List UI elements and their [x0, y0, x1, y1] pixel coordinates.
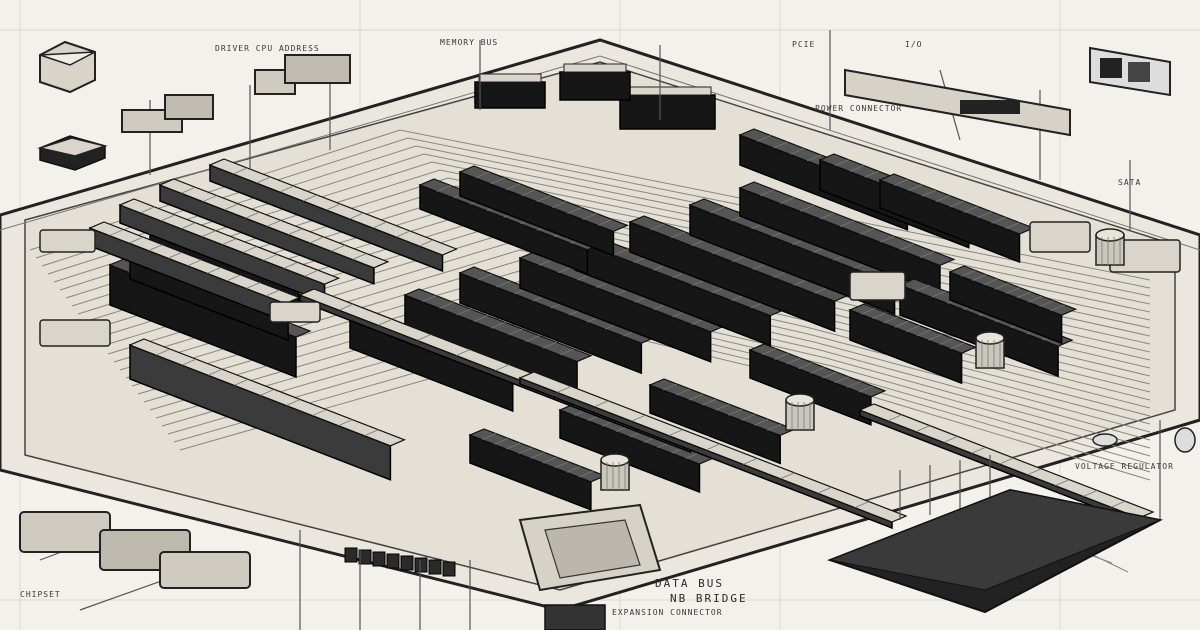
chip-icon [414, 557, 428, 573]
board-bevel [0, 55, 1200, 251]
memory-module-icon [1089, 46, 1171, 97]
heatsink-icon [827, 488, 1163, 614]
chip-icon [358, 549, 372, 565]
label-right-mid: POWER CONNECTOR [815, 104, 903, 113]
capacitor-icon [975, 331, 1005, 369]
memory-module-icon [844, 68, 1071, 137]
chip-icon [400, 555, 414, 571]
chip-icon [559, 63, 631, 101]
memory-module-icon [688, 198, 911, 316]
connector-icon [858, 403, 1155, 526]
slot-icon [748, 343, 887, 426]
label-bottom-center-a: DATA BUS [655, 577, 724, 590]
chip-icon [344, 547, 358, 563]
capacitor-icon [600, 453, 630, 491]
components [39, 63, 1181, 592]
chip-icon [269, 301, 321, 323]
memory-module-icon [738, 181, 956, 295]
label-right-side: SATA [1118, 178, 1142, 187]
chip-icon [474, 73, 546, 109]
slot-icon [458, 165, 630, 257]
label-bottom-center-b: NB BRIDGE [670, 592, 748, 605]
label-top-right: I/O [905, 40, 923, 49]
memory-module-icon [403, 288, 593, 393]
chip-icon [428, 559, 442, 575]
chip-icon [619, 86, 716, 130]
label-bottom-right: VOLTAGE REGULATOR [1075, 462, 1174, 471]
chip-icon [386, 553, 400, 569]
label-bottom-mid: EXPANSION CONNECTOR [612, 608, 723, 617]
slot-icon [118, 198, 341, 304]
capacitor-icon [785, 393, 815, 431]
label-bottom-left: CHIPSET [20, 590, 61, 599]
slot-icon [948, 265, 1078, 345]
slot-icon [468, 428, 607, 511]
callout-components [19, 40, 1196, 630]
memory-module-icon [573, 233, 786, 347]
slot-icon [848, 303, 978, 385]
label-top-mid: MEMORY BUS [440, 38, 499, 47]
chip-icon [39, 40, 96, 94]
chip-icon [1029, 221, 1091, 253]
capacitor-icon [1092, 427, 1196, 453]
label-top-left: DRIVER CPU ADDRESS [215, 44, 320, 53]
slot-icon [878, 173, 1036, 264]
chip-icon [372, 551, 386, 567]
chip-icon [544, 604, 606, 630]
slot-icon [208, 158, 459, 273]
chip-icon [37, 135, 108, 171]
slot-icon [158, 178, 390, 285]
capacitor-icon [1095, 228, 1125, 266]
slot-icon [648, 378, 796, 465]
label-top-mid2: PCIE [792, 40, 816, 49]
connector-icon [128, 338, 406, 481]
connector-icon [518, 371, 908, 530]
chip-icon [442, 561, 456, 577]
chip-icon [19, 511, 251, 589]
chip-icon [849, 271, 906, 301]
connector-icon [121, 54, 351, 133]
chip-icon [39, 229, 96, 253]
chip-icon [39, 319, 111, 347]
connector-icon [518, 503, 662, 592]
